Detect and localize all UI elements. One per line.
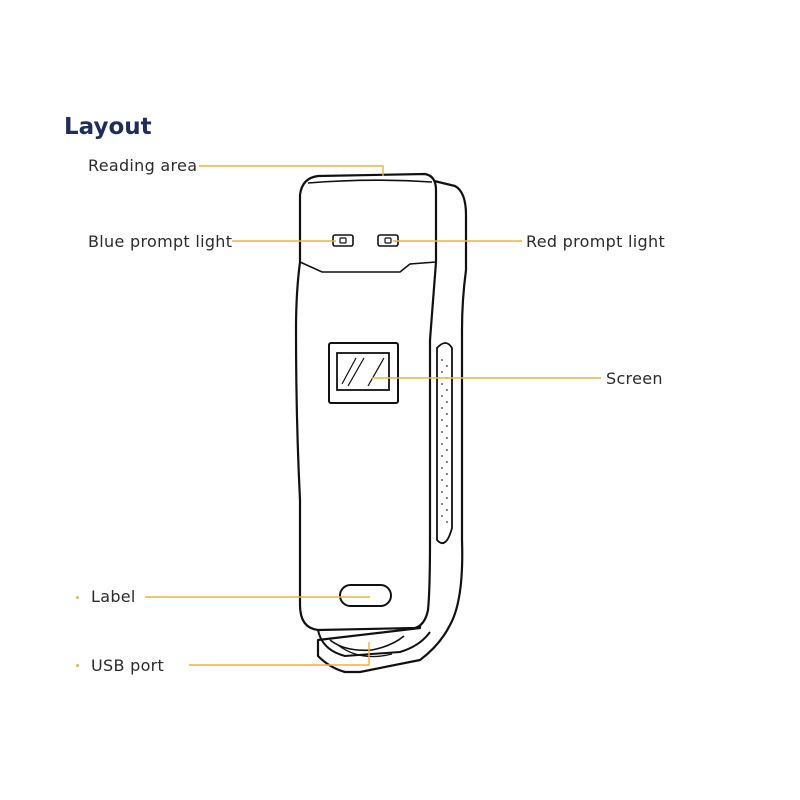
label-plate	[339, 584, 392, 607]
reading-area-edge	[307, 179, 433, 184]
reading-area-label: Reading area	[88, 156, 198, 175]
usb-port-label: USB port	[91, 656, 165, 675]
bullet-dot	[76, 664, 79, 667]
red-prompt-light-label: Red prompt light	[526, 232, 666, 251]
leader-usb-port	[189, 642, 370, 666]
reading-window-bottom	[299, 261, 437, 273]
side-grip	[436, 342, 453, 544]
red-prompt-light	[377, 234, 399, 247]
screen	[328, 342, 399, 404]
leader-lines	[145, 165, 601, 666]
label-label: Label	[91, 587, 136, 606]
screen-label: Screen	[606, 369, 663, 388]
blue-prompt-light-label: Blue prompt light	[88, 232, 233, 251]
usb-port	[317, 629, 431, 658]
bullet-dot	[76, 596, 79, 599]
page-title: Layout	[64, 114, 152, 140]
leader-reading-area	[199, 165, 384, 176]
